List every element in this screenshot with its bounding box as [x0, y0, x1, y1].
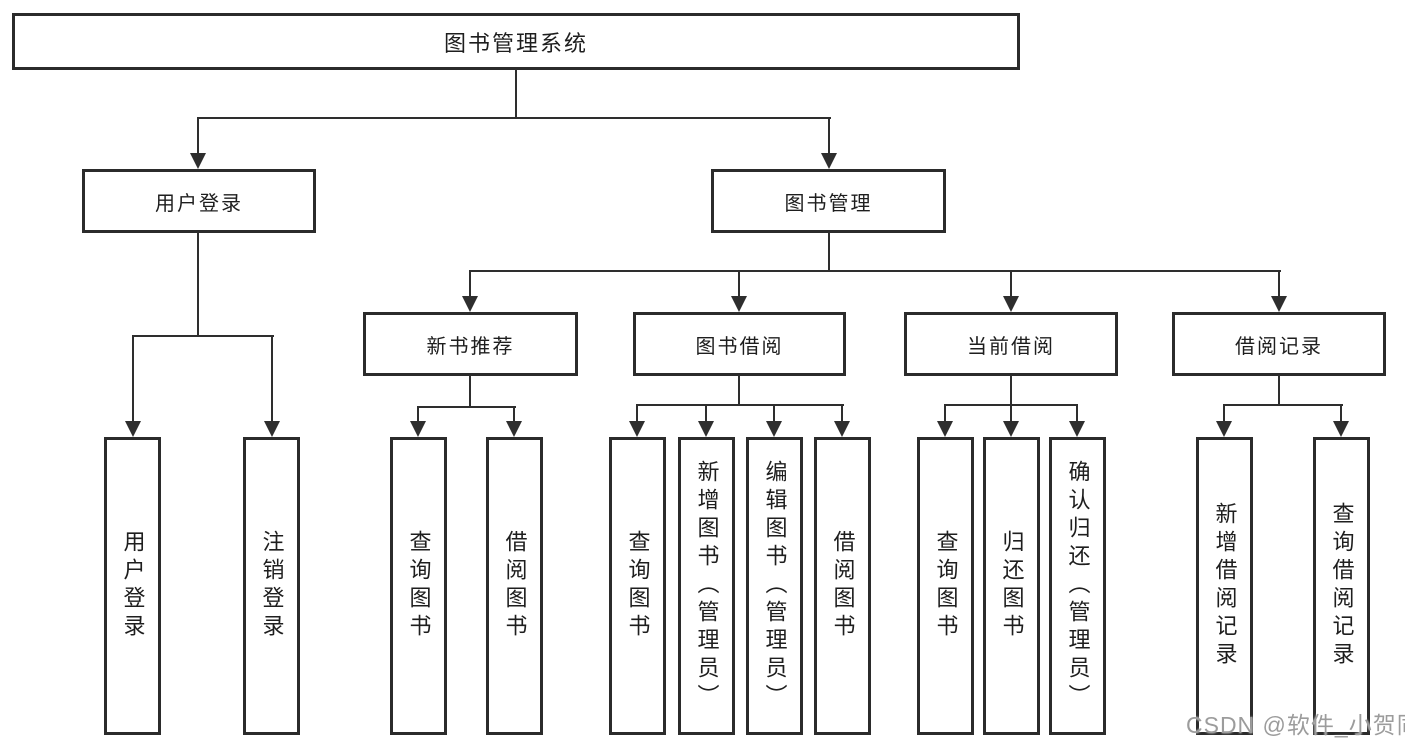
connector-line [1010, 375, 1012, 406]
connector-line [513, 406, 515, 423]
leaf-add-book-admin: 新增图书（管理员） [678, 437, 735, 735]
connector-line [705, 404, 707, 423]
connector-line [1223, 404, 1343, 406]
connector-line [636, 404, 638, 423]
csdn-watermark: CSDN @软件_小贺同学 [1186, 712, 1405, 738]
arrow-down-icon [629, 421, 645, 437]
connector-line [132, 335, 134, 423]
connector-line [132, 335, 274, 337]
connector-line [1340, 404, 1342, 423]
arrow-down-icon [731, 296, 747, 312]
node-user-login: 用户登录 [82, 169, 316, 233]
leaf-query-books-borrow: 查询图书 [609, 437, 666, 735]
connector-line [469, 270, 1281, 272]
node-current-borrow: 当前借阅 [904, 312, 1118, 376]
arrow-down-icon [462, 296, 478, 312]
connector-line [636, 404, 844, 406]
leaf-query-borrow-record: 查询借阅记录 [1313, 437, 1370, 735]
leaf-user-login: 用户登录 [104, 437, 161, 735]
connector-line [271, 335, 273, 423]
arrow-down-icon [766, 421, 782, 437]
leaf-confirm-return-admin: 确认归还（管理员） [1049, 437, 1106, 735]
leaf-logout: 注销登录 [243, 437, 300, 735]
node-new-book-recommend: 新书推荐 [363, 312, 578, 376]
arrow-down-icon [821, 153, 837, 169]
arrow-down-icon [1069, 421, 1085, 437]
connector-line [1223, 404, 1225, 423]
leaf-borrow-books: 借阅图书 [814, 437, 871, 735]
leaf-borrow-books-recommend: 借阅图书 [486, 437, 543, 735]
connector-line [738, 375, 740, 406]
connector-line [841, 404, 843, 423]
connector-line [1278, 375, 1280, 406]
connector-line [738, 270, 740, 298]
connector-line [828, 117, 830, 155]
connector-line [828, 232, 830, 272]
node-borrow-records: 借阅记录 [1172, 312, 1386, 376]
connector-line [417, 406, 419, 423]
arrow-down-icon [506, 421, 522, 437]
arrow-down-icon [1003, 421, 1019, 437]
arrow-down-icon [125, 421, 141, 437]
connector-line [1010, 404, 1012, 423]
connector-line [515, 69, 517, 119]
arrow-down-icon [1333, 421, 1349, 437]
connector-line [197, 232, 199, 337]
connector-line [197, 117, 199, 155]
leaf-add-borrow-record: 新增借阅记录 [1196, 437, 1253, 735]
arrow-down-icon [937, 421, 953, 437]
leaf-return-books: 归还图书 [983, 437, 1040, 735]
arrow-down-icon [1216, 421, 1232, 437]
arrow-down-icon [264, 421, 280, 437]
node-book-management: 图书管理 [711, 169, 946, 233]
connector-line [417, 406, 516, 408]
connector-line [469, 375, 471, 408]
arrow-down-icon [1003, 296, 1019, 312]
leaf-query-books-current: 查询图书 [917, 437, 974, 735]
arrow-down-icon [834, 421, 850, 437]
connector-line [1278, 270, 1280, 298]
connector-line [773, 404, 775, 423]
leaf-query-books-recommend: 查询图书 [390, 437, 447, 735]
leaf-edit-book-admin: 编辑图书（管理员） [746, 437, 803, 735]
arrow-down-icon [1271, 296, 1287, 312]
arrow-down-icon [190, 153, 206, 169]
connector-line [469, 270, 471, 298]
connector-line [197, 117, 831, 119]
connector-line [1076, 404, 1078, 423]
node-root-library-system: 图书管理系统 [12, 13, 1020, 70]
connector-line [1010, 270, 1012, 298]
arrow-down-icon [698, 421, 714, 437]
arrow-down-icon [410, 421, 426, 437]
connector-line [944, 404, 946, 423]
node-book-borrow: 图书借阅 [633, 312, 846, 376]
